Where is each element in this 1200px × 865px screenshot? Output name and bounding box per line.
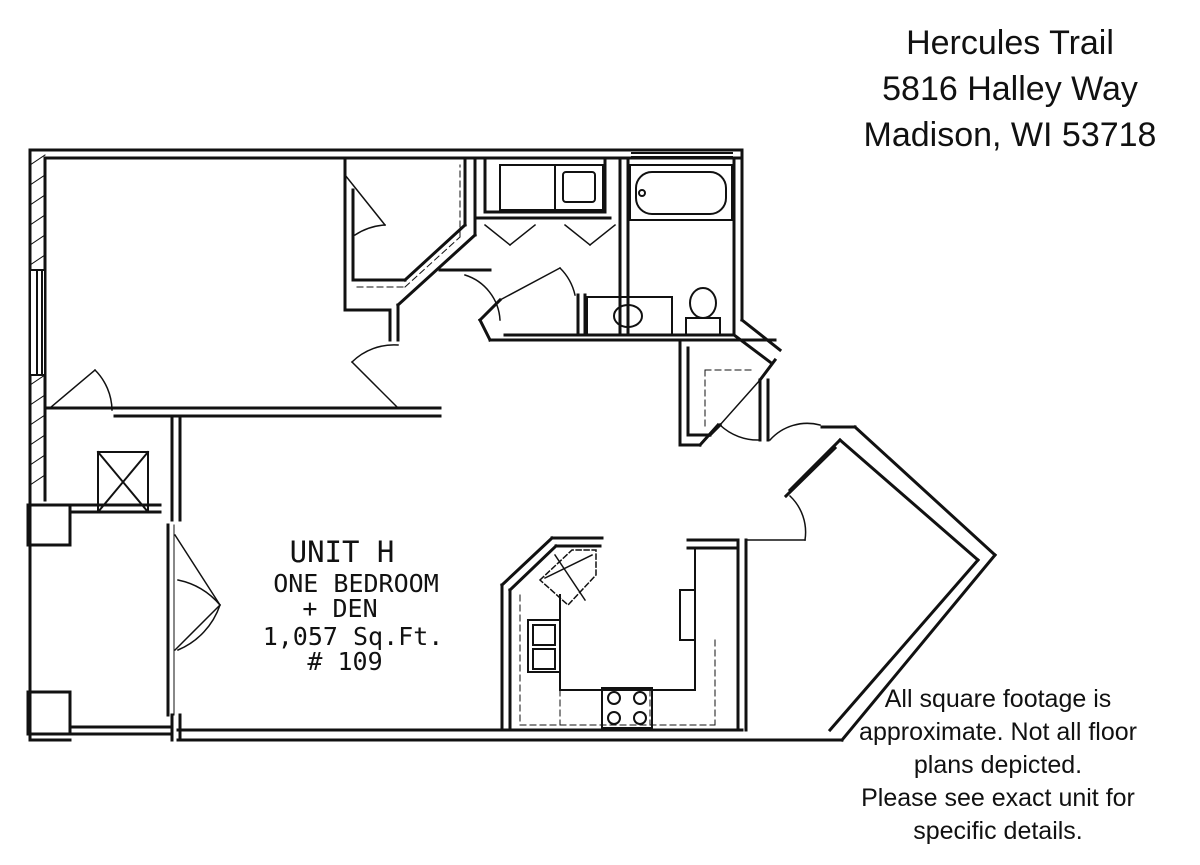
den-bay <box>26 503 175 736</box>
unit-number: # 109 <box>307 647 382 676</box>
bath-top-rail <box>631 152 733 158</box>
disclaimer-line-1: All square footage is <box>884 685 1112 713</box>
unit-extra: + DEN <box>302 594 377 623</box>
interior-walls <box>43 156 778 742</box>
exterior-walls <box>28 148 998 743</box>
vanity-sink <box>586 296 673 336</box>
left-window <box>29 269 46 376</box>
unit-label: UNIT H ONE BEDROOM + DEN 1,057 Sq.Ft. # … <box>263 535 444 676</box>
disclaimer-line-2: approximate. Not all floor <box>859 718 1137 746</box>
unit-name: UNIT H <box>290 535 395 569</box>
disclaimer-line-3: plans depicted. <box>913 751 1083 779</box>
bathtub <box>629 164 733 221</box>
mechanical-box <box>96 450 150 514</box>
washer-dryer <box>499 164 604 211</box>
kitchen-sink <box>527 619 561 673</box>
disclaimer-line-4: Please see exact unit for <box>861 784 1135 812</box>
disclaimer-note: All square footage is approximate. Not a… <box>832 683 1164 848</box>
toilet <box>685 287 721 336</box>
disclaimer-line-5: specific details. <box>913 817 1083 845</box>
address-line-3: Madison, WI 53718 <box>863 116 1157 154</box>
range-stove <box>601 687 653 729</box>
property-address: Hercules Trail 5816 Halley Way Madison, … <box>830 20 1190 158</box>
shelving <box>356 164 756 726</box>
address-line-1: Hercules Trail <box>906 24 1114 62</box>
door-swings <box>48 173 821 652</box>
address-line-2: 5816 Halley Way <box>882 70 1138 108</box>
pantry-cabinet <box>538 549 597 607</box>
unit-type: ONE BEDROOM <box>273 569 439 598</box>
unit-area: 1,057 Sq.Ft. <box>263 622 444 651</box>
kitchen-counter <box>559 549 696 691</box>
wall-hatching <box>29 154 46 486</box>
